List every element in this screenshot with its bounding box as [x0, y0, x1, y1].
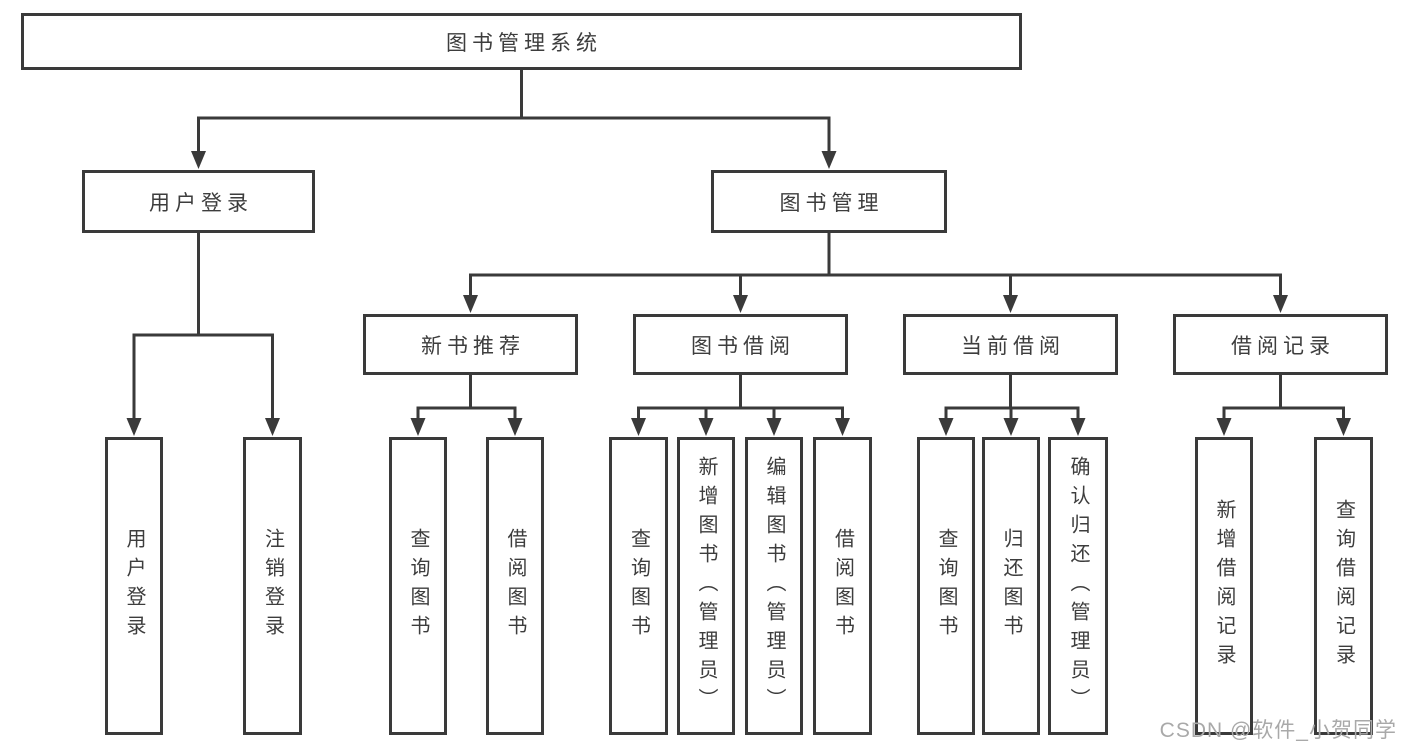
node-leaf-borrow-add-books-admin: 新增图书（管理员）: [677, 437, 735, 735]
node-label-borrowing-records: 借阅记录: [1231, 334, 1335, 358]
arrowhead-icon: [463, 295, 478, 313]
node-leaf-recommend-borrow-books: 借阅图书: [486, 437, 544, 735]
arrowhead-icon: [265, 418, 280, 436]
node-leaf-borrow-borrow-books: 借阅图书: [813, 437, 872, 735]
node-leaf-current-return-books: 归还图书: [982, 437, 1040, 735]
arrowhead-icon: [191, 151, 206, 169]
node-book-borrowing: 图书借阅: [633, 314, 848, 375]
node-label-leaf-current-query-books: 查询图书: [935, 528, 957, 644]
node-borrowing-records: 借阅记录: [1173, 314, 1388, 375]
node-label-leaf-borrow-query-books: 查询图书: [627, 528, 650, 644]
node-label-leaf-borrow-borrow-books: 借阅图书: [831, 528, 854, 644]
node-label-book-borrowing: 图书借阅: [691, 334, 795, 358]
arrowhead-icon: [1336, 418, 1351, 436]
node-system-root: 图书管理系统: [21, 13, 1022, 70]
node-leaf-records-query-record: 查询借阅记录: [1314, 437, 1373, 735]
node-leaf-borrow-edit-books-admin: 编辑图书（管理员）: [745, 437, 803, 735]
arrowhead-icon: [698, 418, 714, 436]
arrowhead-icon: [1273, 295, 1288, 313]
arrowhead-icon: [1003, 295, 1018, 313]
node-label-current-borrowing: 当前借阅: [961, 334, 1065, 358]
arrowhead-icon: [631, 418, 646, 436]
arrowhead-icon: [835, 418, 850, 436]
node-label-leaf-current-return-books: 归还图书: [1000, 528, 1022, 644]
node-label-leaf-user-login: 用户登录: [123, 528, 145, 644]
watermark: CSDN @软件_小贺同学: [1159, 719, 1397, 742]
arrowhead-icon: [507, 418, 523, 436]
node-label-leaf-records-query-record: 查询借阅记录: [1332, 499, 1355, 673]
node-label-leaf-recommend-borrow-books: 借阅图书: [504, 528, 526, 644]
node-leaf-user-login: 用户登录: [105, 437, 163, 735]
node-label-new-book-recommendation: 新书推荐: [421, 334, 525, 358]
node-label-leaf-borrow-edit-books-admin: 编辑图书（管理员）: [763, 455, 785, 717]
arrowhead-icon: [1070, 418, 1086, 436]
arrowhead-icon: [766, 418, 782, 436]
node-new-book-recommendation: 新书推荐: [363, 314, 578, 375]
node-label-leaf-borrow-add-books-admin: 新增图书（管理员）: [695, 455, 717, 717]
arrowhead-icon: [733, 295, 748, 313]
node-label-leaf-records-add-record: 新增借阅记录: [1213, 499, 1235, 673]
arrowhead-icon: [1003, 418, 1019, 436]
node-leaf-current-confirm-return-admin: 确认归还（管理员）: [1048, 437, 1108, 735]
node-label-leaf-logout: 注销登录: [261, 528, 284, 644]
arrowhead-icon: [410, 418, 426, 436]
node-label-leaf-recommend-query-books: 查询图书: [407, 528, 429, 644]
arrowhead-icon: [821, 151, 837, 169]
node-label-user-login: 用户登录: [149, 191, 253, 215]
node-leaf-borrow-query-books: 查询图书: [609, 437, 668, 735]
node-leaf-records-add-record: 新增借阅记录: [1195, 437, 1253, 735]
node-book-management: 图书管理: [711, 170, 947, 233]
arrowhead-icon: [1216, 418, 1232, 436]
node-leaf-current-query-books: 查询图书: [917, 437, 975, 735]
node-user-login: 用户登录: [82, 170, 315, 233]
node-current-borrowing: 当前借阅: [903, 314, 1118, 375]
arrowhead-icon: [938, 418, 954, 436]
node-leaf-logout: 注销登录: [243, 437, 302, 735]
node-leaf-recommend-query-books: 查询图书: [389, 437, 447, 735]
arrowhead-icon: [126, 418, 142, 436]
node-label-system-root: 图书管理系统: [446, 31, 602, 55]
node-label-book-management: 图书管理: [779, 191, 884, 215]
node-label-leaf-current-confirm-return-admin: 确认归还（管理员）: [1067, 455, 1089, 717]
